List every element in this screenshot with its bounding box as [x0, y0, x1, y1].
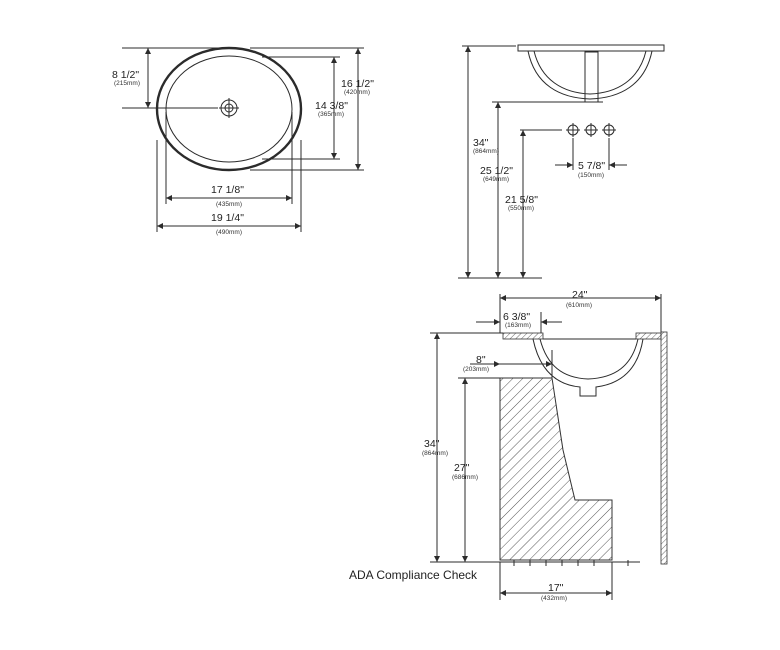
faucet-holes-icon	[520, 123, 616, 137]
sink-outer-rim	[155, 46, 303, 172]
dim-mm-label: (365mm)	[318, 111, 344, 118]
dim-front-overhang: 6 3/8" (163mm)	[476, 311, 562, 333]
dim-mm-label: (203mm)	[463, 366, 489, 373]
back-wall	[660, 331, 668, 565]
dim-label: 25 1/2"	[480, 165, 513, 177]
drain-icon	[219, 98, 239, 118]
sink-inner-bowl	[165, 55, 293, 163]
dim-outer-depth: 16 1/2" (420mm)	[250, 47, 374, 171]
dim-ada-counter-height: 34" (864mm)	[422, 332, 503, 562]
drain-pipe	[584, 51, 599, 103]
dim-mm-label: (864mm)	[473, 148, 499, 155]
dim-mm-label: (435mm)	[216, 201, 242, 208]
dim-toe-depth: 17" (432mm)	[500, 582, 612, 602]
dim-faucet-height: 21 5/8" (550mm)	[505, 130, 538, 278]
dim-label: 16 1/2"	[341, 78, 374, 90]
sink-bowl-profile	[527, 50, 653, 100]
dim-mm-label: (432mm)	[541, 595, 567, 602]
dim-mm-label: (215mm)	[114, 80, 140, 87]
countertop-left	[502, 332, 544, 340]
dim-label: 27"	[454, 462, 470, 474]
knee-clearance-zone	[499, 377, 613, 561]
ada-caption: ADA Compliance Check	[349, 568, 478, 582]
dim-mm-label: (420mm)	[344, 89, 370, 96]
countertop	[517, 44, 665, 52]
dim-label: 14 3/8"	[315, 100, 348, 112]
dim-label: 34"	[424, 438, 440, 450]
dim-label: 17 1/8"	[211, 184, 244, 196]
dim-label: 6 3/8"	[503, 311, 530, 323]
ada-view: 24" (610mm) 6 3/8" (163mm) 8" (203mm)	[349, 289, 668, 602]
countertop-right	[635, 332, 662, 340]
dim-label: 24"	[572, 289, 588, 301]
dim-mm-label: (150mm)	[578, 172, 604, 179]
side-view: 34" (864mm) 25 1/2" (649mm) 21 5/8" (550…	[458, 44, 665, 279]
ada-sink-bowl	[532, 338, 644, 397]
dim-label: 34"	[473, 137, 489, 149]
ada-sink-bowl-inner	[539, 338, 639, 380]
dim-label: 8 1/2"	[112, 69, 139, 81]
dim-bowl-bottom-height: 25 1/2" (649mm)	[480, 101, 580, 278]
dim-knee-depth: 8" (203mm)	[463, 350, 553, 378]
dim-faucet-spread: 5 7/8" (150mm)	[555, 138, 627, 179]
dim-label: 8"	[476, 354, 486, 366]
dim-mm-label: (649mm)	[483, 176, 509, 183]
dim-label: 19 1/4"	[211, 212, 244, 224]
top-view: 8 1/2" (215mm) 16 1/2" (420mm) 14 3/8" (…	[112, 46, 374, 236]
dim-label: 17"	[548, 582, 564, 594]
dim-mm-label: (686mm)	[452, 474, 478, 481]
dim-counter-depth: 24" (610mm)	[499, 289, 662, 333]
dim-inner-width: 17 1/8" (435mm)	[165, 112, 293, 208]
dim-drain-offset: 8 1/2" (215mm)	[112, 47, 226, 109]
floor-ticks	[513, 560, 629, 566]
dim-outer-width: 19 1/4" (490mm)	[156, 140, 302, 236]
dim-mm-label: (864mm)	[422, 450, 448, 457]
dim-mm-label: (550mm)	[508, 205, 534, 212]
dim-label: 21 5/8"	[505, 194, 538, 206]
dim-mm-label: (610mm)	[566, 302, 592, 309]
dim-counter-height: 34" (864mm)	[462, 45, 516, 278]
dim-knee-height: 27" (686mm)	[452, 377, 500, 562]
dim-mm-label: (490mm)	[216, 229, 242, 236]
sink-bowl-inner	[533, 50, 647, 95]
dim-mm-label: (163mm)	[505, 322, 531, 329]
dim-label: 5 7/8"	[578, 160, 605, 172]
